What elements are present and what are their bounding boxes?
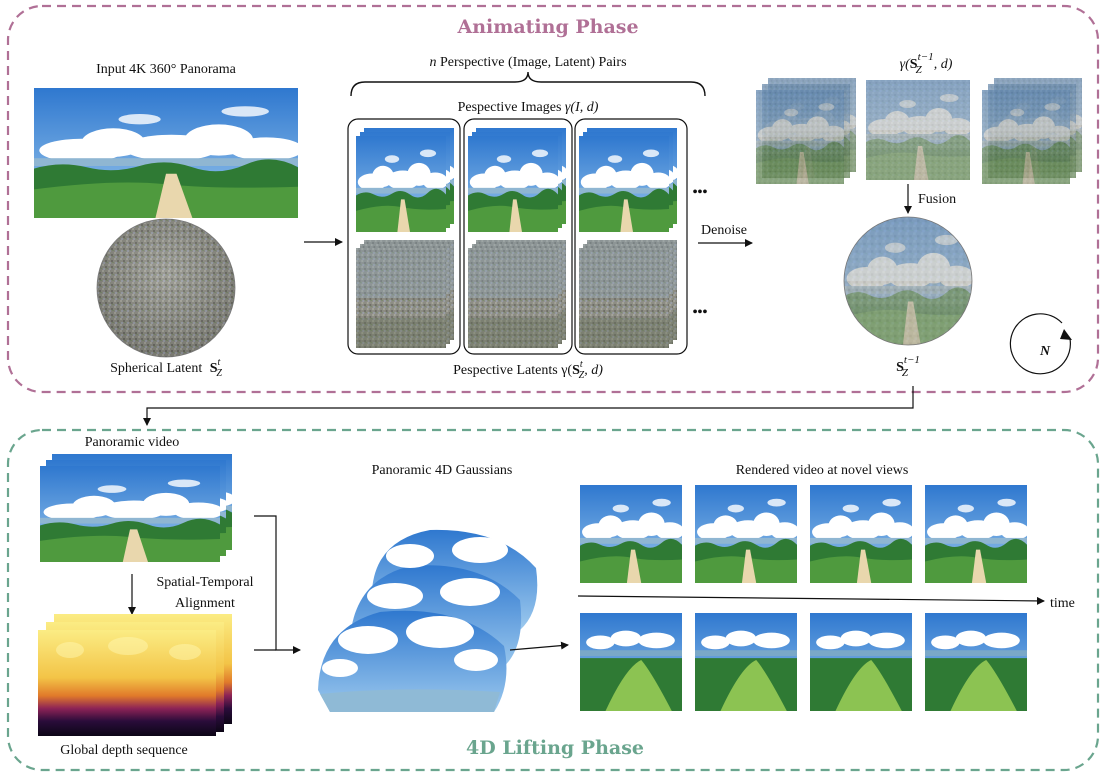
loop-n-icon: N [1009, 313, 1072, 375]
loop-n-label: N [1039, 344, 1051, 359]
n-pairs-label: n Perspective (Image, Latent) Pairs [429, 55, 626, 70]
persp-image-3 [579, 128, 677, 232]
lifting-phase-frame [6, 428, 1100, 772]
denoised-stack-2 [866, 80, 970, 180]
animating-phase-frame [6, 4, 1100, 394]
spatial-temporal-label-2: Alignment [175, 596, 235, 611]
global-depth-label: Global depth sequence [60, 743, 188, 758]
fusion-label: Fusion [918, 192, 956, 207]
pair-box-1 [347, 118, 461, 355]
global-depth-stack [38, 614, 232, 736]
input-panorama-image [34, 88, 298, 218]
persp-images-label: Pespective Images γ(I, d) [458, 100, 599, 115]
panoramic-video-stack [40, 454, 232, 562]
pair-box-3 [574, 118, 688, 355]
rendered-video-label: Rendered video at novel views [736, 463, 909, 478]
denoised-stack-3 [982, 78, 1082, 184]
panoramic-4d-gaussians [318, 529, 538, 712]
panoramic-4d-label: Panoramic 4D Gaussians [372, 463, 513, 478]
denoise-label: Denoise [701, 223, 747, 238]
persp-latent-2 [468, 240, 566, 348]
panoramic-video-label: Panoramic video [85, 435, 179, 450]
lifting-phase-title: 4D Lifting Phase [466, 737, 644, 759]
spherical-latent-sphere [96, 218, 236, 358]
persp-latent-3 [579, 240, 677, 348]
rendered-row-top [580, 485, 1027, 583]
time-label: time [1050, 596, 1075, 611]
denoised-stack-1 [756, 78, 856, 184]
persp-image-2 [468, 128, 566, 232]
pair-box-2 [463, 118, 573, 355]
pairs-brace [350, 71, 706, 97]
input-panorama-label: Input 4K 360° Panorama [96, 62, 237, 77]
time-axis [577, 595, 1045, 605]
ellipsis-latents: ••• [693, 305, 708, 320]
ellipsis-images: ••• [693, 185, 708, 200]
phase-connector [143, 386, 914, 426]
fused-spherical-latent [843, 216, 973, 346]
persp-image-1 [356, 128, 454, 232]
animating-phase-title: Animating Phase [456, 16, 638, 38]
persp-latent-1 [356, 240, 454, 348]
rendered-row-bottom [580, 613, 1027, 711]
spatial-temporal-label-1: Spatial-Temporal [157, 575, 254, 590]
